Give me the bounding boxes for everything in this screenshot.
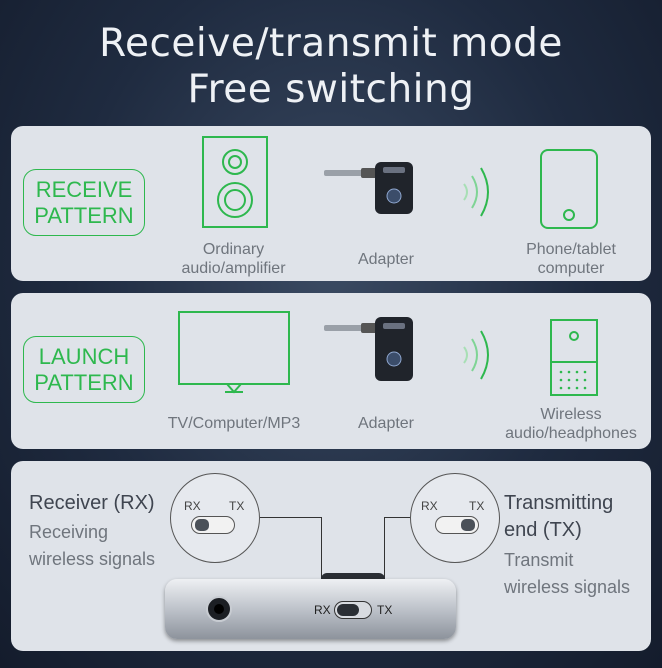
headphones-icon (550, 319, 598, 396)
tx-desc-2: wireless signals (504, 577, 631, 597)
rx-desc-2: wireless signals (29, 549, 156, 569)
title-line-2: Free switching (187, 67, 475, 112)
tx-title-2: end (TX) (504, 519, 582, 541)
receive-pattern-badge: RECEIVE PATTERN (23, 169, 145, 236)
title-line-1: Receive/transmit mode (99, 21, 563, 66)
rx-desc-1: Receiving (29, 522, 109, 542)
receive-adapter-label: Adapter (357, 251, 415, 268)
speaker-icon (202, 136, 268, 228)
tx-connector-line-vertical (384, 517, 385, 602)
tx-desc-1: Transmit (504, 550, 574, 570)
rx-connector-line (260, 517, 321, 518)
adapter-device: RX TX (165, 579, 456, 639)
launch-source-label: TV/Computer/MP3 (167, 415, 301, 432)
tx-label: TX (229, 499, 245, 513)
receive-panel: RECEIVE PATTERN Ordinary audio/amplifier… (11, 126, 651, 281)
mode-switch-rx (191, 516, 235, 534)
switch-panel: Receiver (RX) Receiving wireless signals… (11, 461, 651, 651)
adapter-icon (324, 162, 413, 214)
rx-label: RX (184, 499, 201, 513)
rx-zoom-circle: RX TX (170, 473, 260, 563)
mode-switch-tx (435, 516, 479, 534)
tx-zoom-circle: RX TX (410, 473, 500, 563)
audio-jack-icon (206, 596, 232, 622)
wireless-signal-icon (463, 167, 489, 217)
rx-title: Receiver (RX) (29, 492, 155, 514)
phone-icon (540, 149, 598, 229)
tx-connector-line (384, 517, 410, 518)
device-tx-label: TX (377, 603, 393, 617)
rx-label: RX (421, 499, 438, 513)
launch-pattern-badge: LAUNCH PATTERN (23, 336, 145, 403)
device-mode-switch[interactable] (334, 601, 372, 619)
adapter-icon (324, 317, 413, 381)
device-rx-label: RX (314, 603, 331, 617)
rx-connector-line-vertical (321, 517, 322, 602)
launch-adapter-label: Adapter (357, 415, 415, 432)
launch-target-label: Wireless audio/headphones (505, 406, 637, 442)
launch-panel: LAUNCH PATTERN TV/Computer/MP3 Adapter W… (11, 293, 651, 449)
tx-title-1: Transmitting (504, 492, 614, 514)
receive-target-label: Phone/tablet computer (526, 241, 616, 277)
wireless-signal-icon (463, 330, 489, 380)
tx-label: TX (469, 499, 485, 513)
monitor-icon (178, 311, 290, 394)
receive-source-label: Ordinary audio/amplifier (181, 241, 286, 277)
